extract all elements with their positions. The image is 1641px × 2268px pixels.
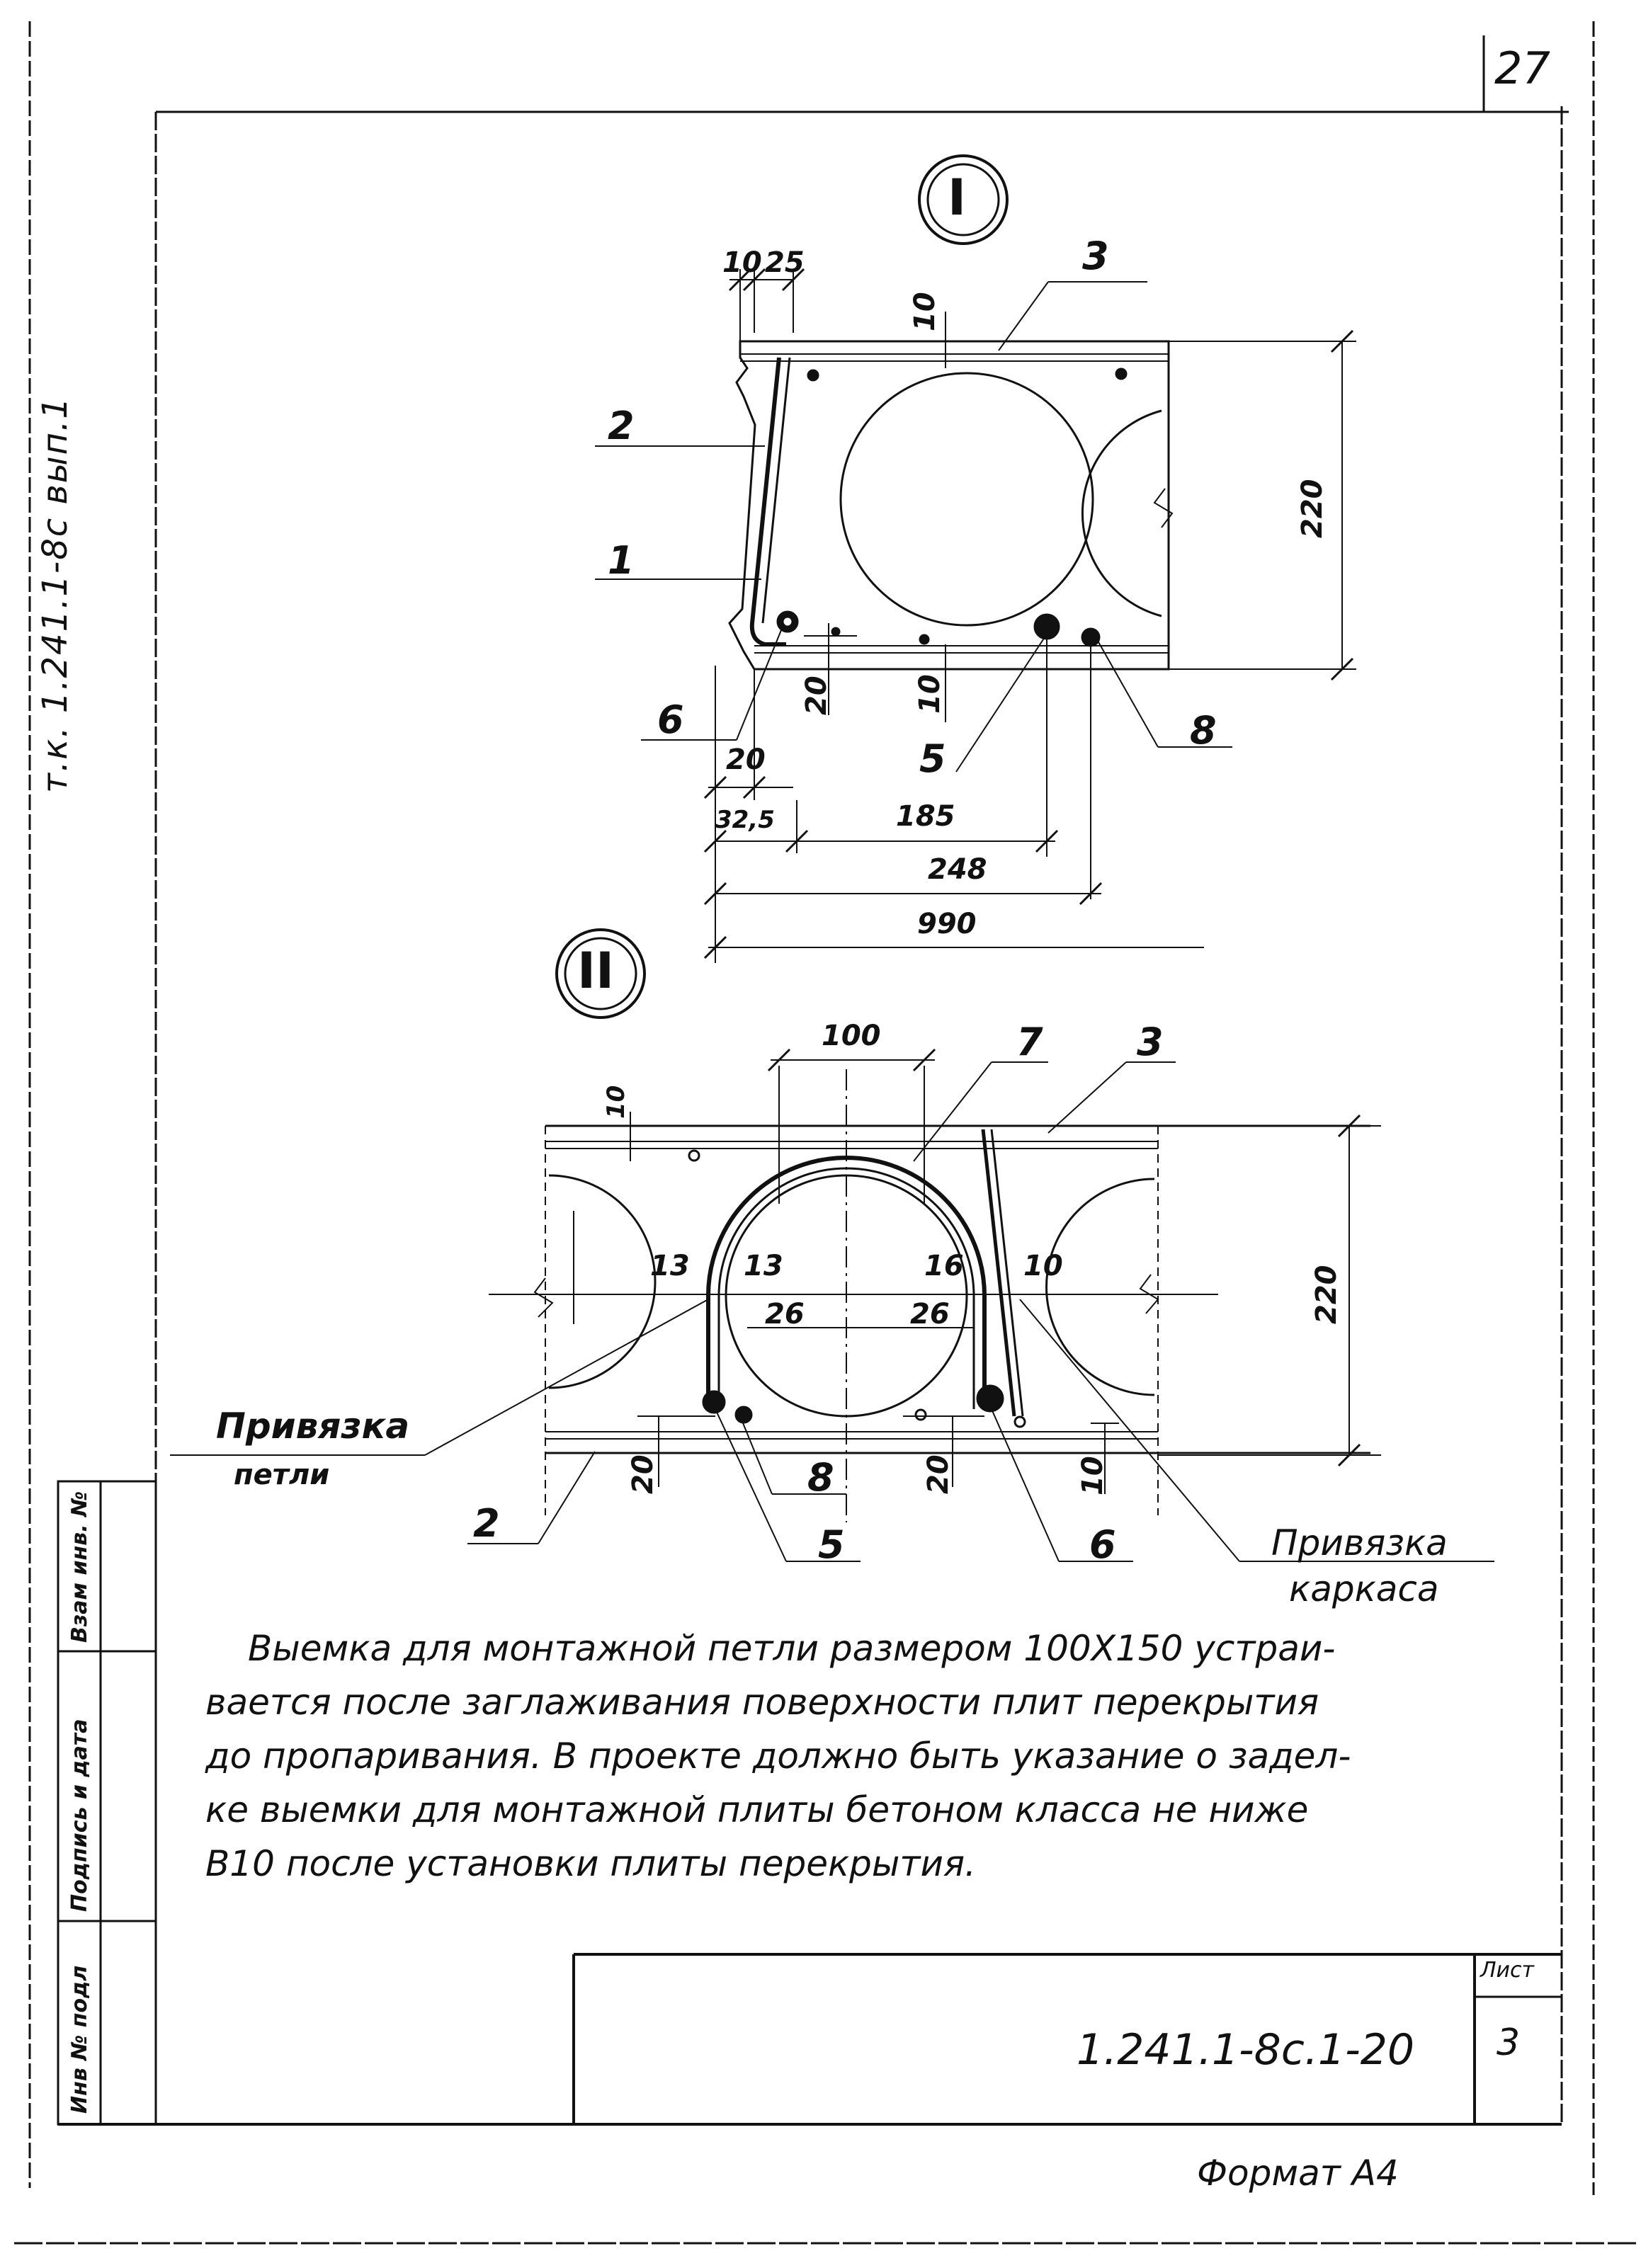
detail-1-dim-height: 220: [1296, 479, 1329, 539]
format-label: Формат А4: [1197, 2153, 1399, 2194]
note-line: вается после заглаживания поверхности пл…: [205, 1682, 1319, 1723]
note-line: В10 после установки плиты перекрытия.: [205, 1843, 976, 1884]
detail-2-callout-7: 7: [1016, 1020, 1043, 1064]
detail-2-dim-26a: 26: [765, 1298, 805, 1330]
detail-2-callout-3: 3: [1137, 1020, 1164, 1064]
side-stamp: т.к. 1.241.1-8с вып.1: [35, 396, 75, 793]
caption-loop-line-2: петли: [234, 1459, 330, 1491]
detail-1-dim-248: 248: [928, 853, 987, 886]
caption-frame-line-2: каркаса: [1289, 1568, 1439, 1609]
detail-1-callout-5: 5: [919, 736, 946, 781]
detail-2-dim-13b: 13: [744, 1250, 783, 1282]
strip-label-signature: Подпись и дата: [67, 1719, 92, 1912]
detail-1-marker: I: [948, 169, 967, 227]
strip-label-inventory: Инв № подл: [67, 1965, 92, 2114]
detail-2-callout-8: 8: [807, 1455, 834, 1500]
detail-1-drawing: [595, 154, 1356, 963]
detail-1-dim-10v: 10: [914, 674, 946, 714]
detail-2-dim-top-10: 10: [602, 1085, 630, 1119]
sheet-label: Лист: [1480, 1958, 1535, 1983]
detail-2-dim-16: 16: [924, 1250, 964, 1282]
detail-2-dim-26b: 26: [910, 1298, 950, 1330]
note-block: Выемка для монтажной петли размером 100Х…: [205, 1622, 1551, 1891]
sheet-number: 3: [1497, 2022, 1521, 2064]
detail-1-dim-20: 20: [726, 743, 766, 776]
note-line: ке выемки для монтажной плиты бетоном кл…: [205, 1789, 1309, 1830]
detail-2-dim-100: 100: [822, 1020, 881, 1052]
detail-1-dim-top-a: 10: [722, 246, 762, 279]
detail-1-marker-ring: [918, 154, 1009, 245]
detail-1-callout-1: 1: [608, 538, 635, 583]
detail-2-marker-ring: [555, 928, 646, 1019]
detail-1-dim-32-5: 32,5: [715, 806, 775, 834]
detail-1-dim-990: 990: [917, 908, 977, 940]
detail-2-dim-20a: 20: [627, 1454, 659, 1494]
detail-2-dim-10: 10: [1023, 1250, 1063, 1282]
caption-loop-line-1: Привязка: [216, 1406, 410, 1447]
detail-2-drawing: [170, 928, 1494, 1562]
detail-2-dim-height: 220: [1310, 1265, 1343, 1325]
detail-2-callout-6: 6: [1089, 1522, 1116, 1567]
detail-2-callout-2: 2: [473, 1501, 500, 1546]
note-line: Выемка для монтажной петли размером 100Х…: [248, 1628, 1336, 1669]
detail-1-dim-top-b: 25: [765, 246, 805, 279]
page-number: 27: [1494, 42, 1550, 94]
detail-1-dim-top-c: 10: [909, 292, 941, 331]
detail-1-dim-20v: 20: [800, 676, 833, 715]
detail-1-callout-2: 2: [608, 404, 635, 448]
sheet-frame: [14, 21, 1636, 2245]
detail-1-dim-185: 185: [896, 800, 955, 833]
note-line: до пропаривания. В проекте должно быть у…: [205, 1736, 1351, 1777]
strip-label-replacement: Взам инв. №: [67, 1491, 92, 1643]
detail-1-void: [839, 372, 1094, 627]
detail-1-callout-8: 8: [1190, 708, 1217, 753]
detail-2-dim-10-bottom: 10: [1077, 1456, 1109, 1495]
detail-2-dim-20b: 20: [922, 1454, 955, 1494]
caption-frame-line-1: Привязка: [1271, 1522, 1448, 1563]
detail-2-dim-13a: 13: [650, 1250, 690, 1282]
detail-2-marker: II: [577, 942, 615, 1000]
detail-1-callout-3: 3: [1082, 234, 1109, 278]
stamp-code: 1.241.1-8с.1-20: [1077, 2025, 1415, 2075]
detail-2-callout-5: 5: [818, 1522, 845, 1567]
detail-1-callout-6: 6: [657, 697, 684, 742]
